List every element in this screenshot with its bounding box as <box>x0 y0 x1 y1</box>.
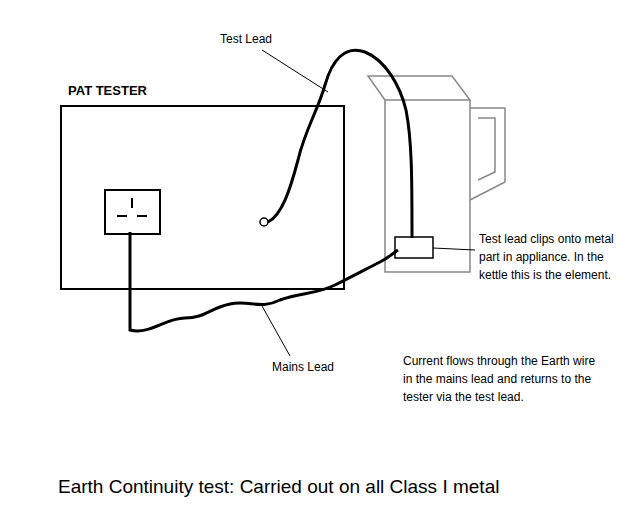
caption: Earth Continuity test: Carried out on al… <box>58 476 499 498</box>
node-heading: PAT TESTER <box>68 83 147 98</box>
lead-label: Test Lead <box>220 30 272 48</box>
kettle-element <box>395 237 433 258</box>
note-text: Test lead clips onto metal part in appli… <box>479 230 635 284</box>
mains-lead-wire <box>130 232 398 331</box>
test-lead-terminal <box>260 218 268 226</box>
leader-line <box>262 306 290 356</box>
note-text: Current flows through the Earth wire in … <box>403 352 603 406</box>
leader-line <box>262 50 328 92</box>
tester-box: PAT TESTER <box>60 105 345 290</box>
socket-symbol <box>105 190 160 234</box>
lead-label: Mains Lead <box>272 358 334 376</box>
leader-line <box>433 248 475 250</box>
test-lead-wire <box>268 50 412 238</box>
